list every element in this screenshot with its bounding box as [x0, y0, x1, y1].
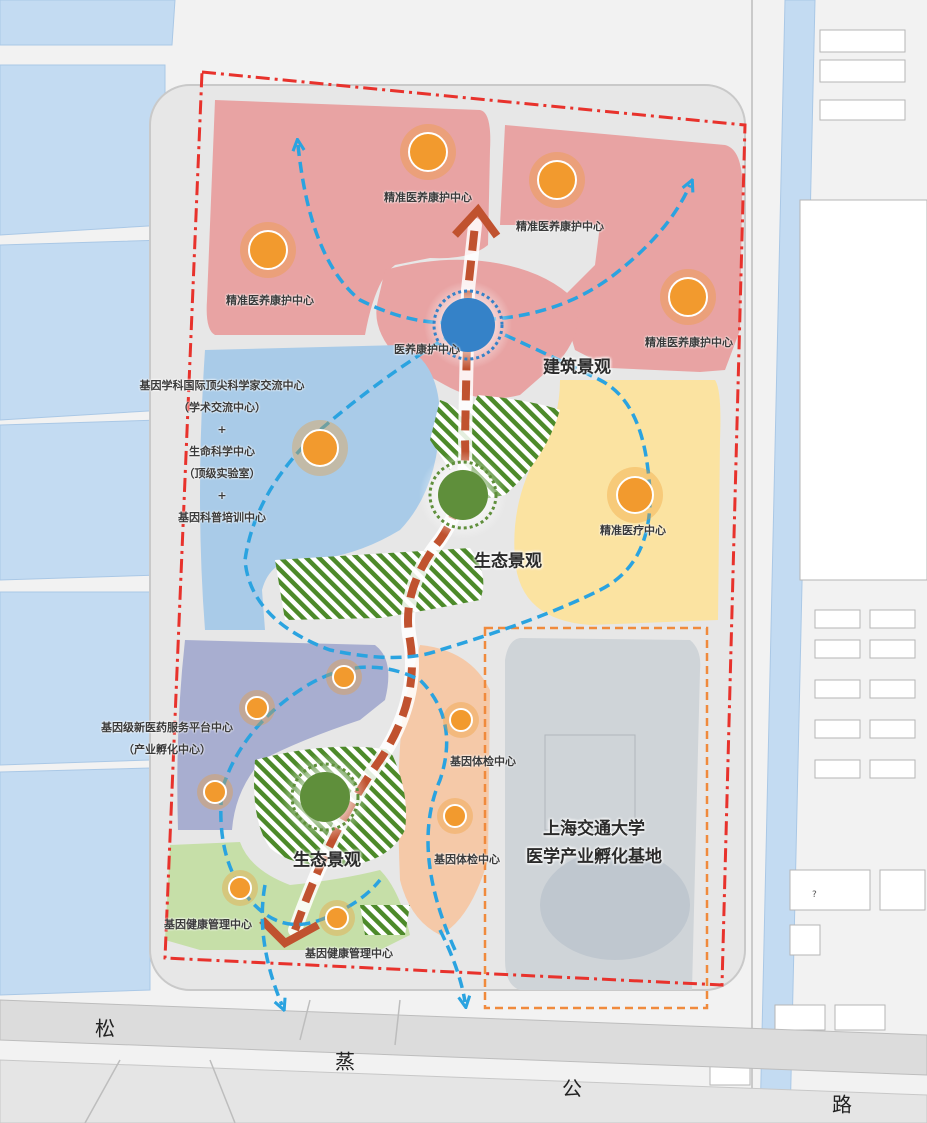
west-block-line-6: + [217, 489, 227, 502]
west-block-line-2: （学术交流中心） [178, 401, 266, 414]
incubation-zone [177, 640, 389, 830]
left-water-bodies [0, 0, 176, 996]
map-question-mark: ? [812, 890, 817, 900]
west-block-line-7: 基因科普培训中心 [178, 511, 266, 524]
node-health-center [319, 900, 355, 936]
label-gene-checkup-lower: 基因体检中心 [434, 853, 500, 866]
health-management-zone [165, 842, 410, 950]
facility-nodes [197, 124, 716, 936]
node-checkup-upper [443, 702, 479, 738]
main-axis-arrowhead-south [259, 917, 320, 948]
node-medical [607, 467, 663, 523]
main-axis-arrowhead-north [452, 203, 501, 239]
label-gene-drug: 基因级新医药服务平台中心 （产业孵化中心） [101, 717, 233, 761]
road-secondary [0, 1059, 927, 1123]
label-precision-medical: 精准医疗中心 [600, 524, 666, 537]
hub-node [424, 281, 512, 369]
node-incubation-3 [197, 774, 233, 810]
label-north-right: 精准医养康护中心 [645, 336, 733, 349]
eco-hatch-south [360, 905, 410, 935]
eco-node-lower [281, 753, 369, 841]
road-main [0, 999, 927, 1076]
node-north-left [240, 222, 296, 278]
label-gene-health-left: 基因健康管理中心 [164, 918, 252, 931]
node-north-right [660, 269, 716, 325]
label-north-top-right: 精准医养康护中心 [516, 220, 604, 233]
eco-hatch-middle [275, 548, 484, 620]
label-north-top: 精准医养康护中心 [384, 191, 472, 204]
incubator-line-2: 医学产业孵化基地 [526, 847, 662, 867]
research-zone [200, 345, 440, 630]
west-block-line-1: 基因学科国际顶尖科学家交流中心 [139, 379, 305, 392]
node-north-top-right [529, 152, 585, 208]
campus-zone [505, 638, 701, 990]
node-north-top [400, 124, 456, 180]
node-checkup-lower [437, 798, 473, 834]
west-block-line-5: （顶级实验室） [183, 467, 261, 480]
right-buildings [709, 29, 927, 1086]
site-boundary [163, 70, 747, 987]
label-gene-health-center: 基因健康管理中心 [305, 947, 393, 960]
node-health-left [222, 870, 258, 906]
road-label-4: 路 [832, 1092, 852, 1117]
label-architecture-landscape: 建筑景观 [543, 357, 611, 378]
node-incubation-1 [326, 659, 362, 695]
eco-node-upper [419, 451, 507, 539]
west-block-line-4: 生命科学中心 [189, 445, 255, 458]
node-research [292, 420, 348, 476]
label-north-left: 精准医养康护中心 [226, 294, 314, 307]
road-label-3: 公 [562, 1076, 582, 1101]
road-label-2: 蒸 [335, 1049, 355, 1074]
gene-drug-line-1: 基因级新医药服务平台中心 [101, 721, 233, 734]
node-incubation-2 [239, 690, 275, 726]
west-block-line-3: + [217, 423, 227, 436]
label-eco-landscape-upper: 生态景观 [474, 551, 542, 572]
medical-zone [514, 380, 721, 625]
label-north-center: 医养康护中心 [394, 343, 460, 356]
gene-drug-line-2: （产业孵化中心） [123, 743, 211, 756]
label-gene-checkup-upper: 基因体检中心 [450, 755, 516, 768]
incubator-line-1: 上海交通大学 [543, 819, 645, 839]
label-west-block: 基因学科国际顶尖科学家交流中心 （学术交流中心） + 生命科学中心 （顶级实验室… [140, 375, 305, 529]
incubator-boundary [483, 626, 709, 1010]
road-label-1: 松 [95, 1016, 115, 1041]
label-eco-landscape-lower: 生态景观 [293, 850, 361, 871]
label-incubator: 上海交通大学 医学产业孵化基地 [526, 815, 662, 871]
